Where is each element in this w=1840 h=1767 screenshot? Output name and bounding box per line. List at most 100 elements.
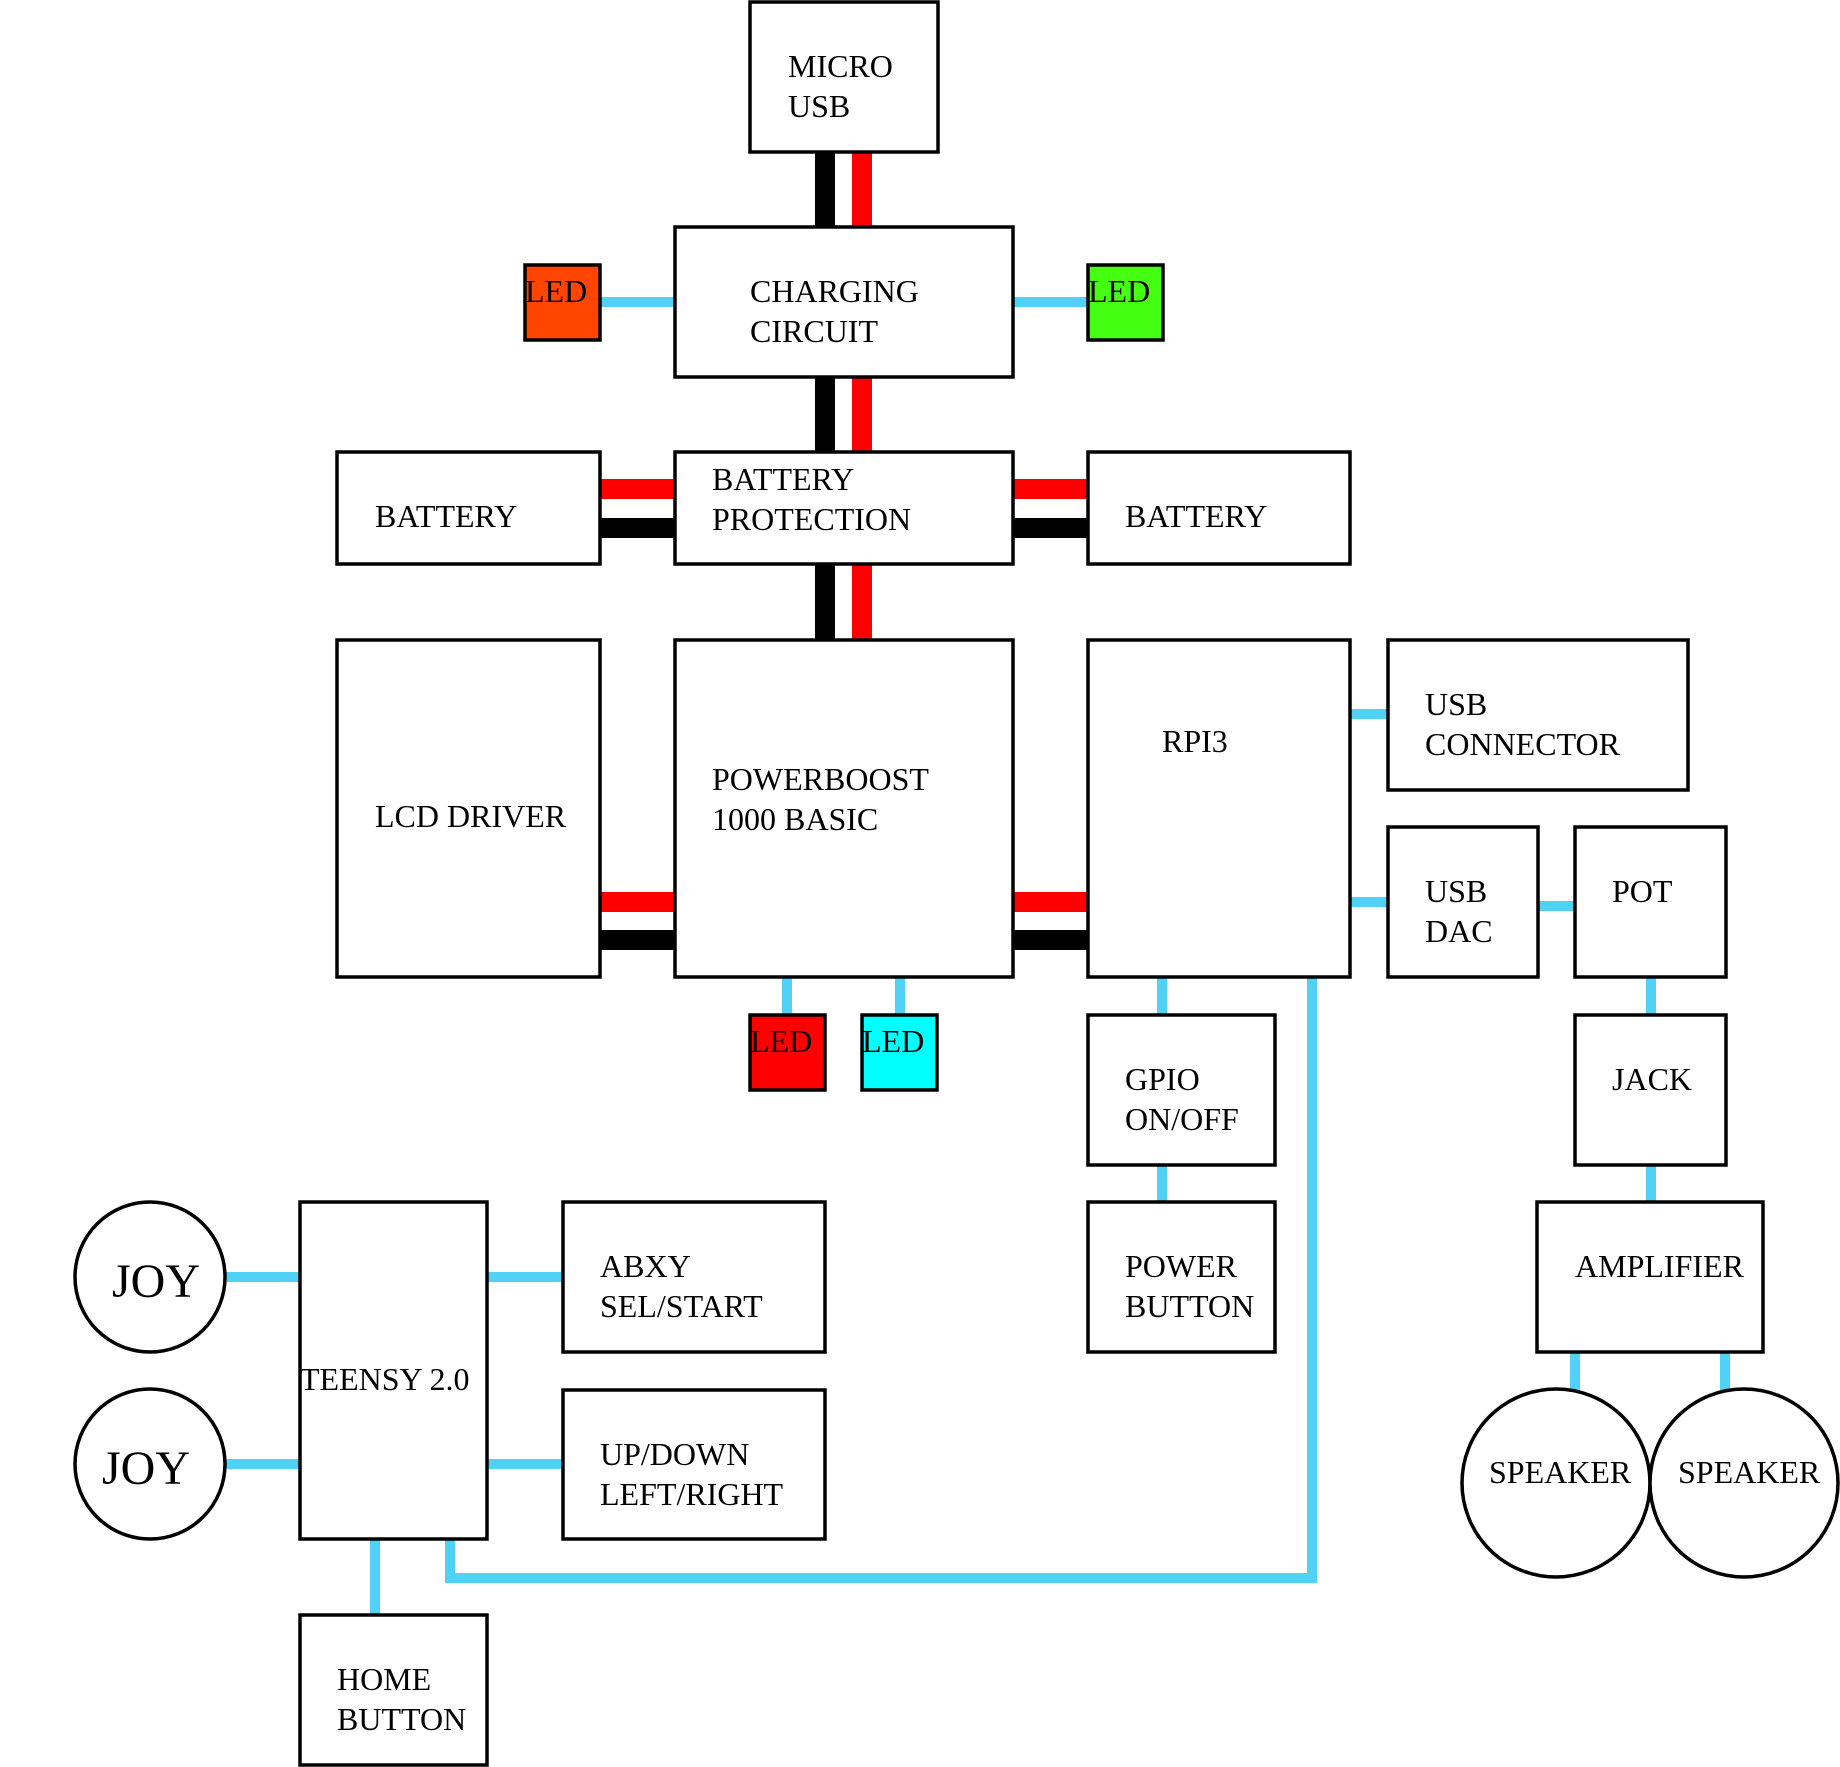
svg-text:POWERBOOST: POWERBOOST	[712, 761, 929, 797]
ground-wire	[815, 150, 835, 228]
svg-text:CONNECTOR: CONNECTOR	[1425, 726, 1621, 762]
home-button-label-1: HOME	[337, 1661, 431, 1697]
usb-connector-label-2: CONNECTOR	[1425, 726, 1621, 762]
battery-protection-label-2: PROTECTION	[712, 501, 911, 537]
rpi3-label: RPI3	[1162, 723, 1228, 759]
battery-left-label: BATTERY	[375, 498, 517, 534]
pot: POT	[1573, 825, 1728, 979]
svg-text:LCD DRIVER: LCD DRIVER	[375, 798, 567, 834]
svg-text:LED: LED	[862, 1023, 924, 1059]
svg-text:1000 BASIC: 1000 BASIC	[712, 801, 878, 837]
led-label: LED	[750, 1023, 812, 1059]
usb-dac: USB DAC	[1386, 825, 1540, 979]
svg-text:BATTERY: BATTERY	[712, 461, 854, 497]
lcd-driver-label: LCD DRIVER	[375, 798, 567, 834]
teensy-rpi3-usb-wire	[445, 977, 1317, 1583]
powerboost-label-1: POWERBOOST	[712, 761, 929, 797]
led-label: LED	[862, 1023, 924, 1059]
dpad-label-1: UP/DOWN	[600, 1436, 749, 1472]
teensy-label: TEENSY 2.0	[300, 1361, 469, 1397]
svg-text:BUTTON: BUTTON	[337, 1701, 466, 1737]
abxy-label-1: ABXY	[600, 1248, 691, 1284]
ground-wire	[815, 564, 835, 640]
amplifier: AMPLIFIER	[1535, 1200, 1765, 1354]
positive-wire	[852, 564, 872, 640]
ground-wire	[600, 930, 675, 950]
ground-wire	[815, 376, 835, 452]
svg-text:GPIO: GPIO	[1125, 1061, 1200, 1097]
svg-text:JOY: JOY	[112, 1255, 200, 1308]
svg-text:POWER: POWER	[1125, 1248, 1238, 1284]
svg-text:HOME: HOME	[337, 1661, 431, 1697]
joy-bottom: JOY	[73, 1387, 227, 1541]
led-charging-right: LED	[1086, 263, 1165, 342]
usb-connector: USB CONNECTOR	[1386, 638, 1690, 792]
svg-text:CHARGING: CHARGING	[750, 273, 919, 309]
lcd-driver: LCD DRIVER	[335, 638, 602, 979]
gpio-onoff: GPIO ON/OFF	[1086, 1013, 1277, 1167]
svg-text:RPI3: RPI3	[1162, 723, 1228, 759]
charging-circuit: CHARGING CIRCUIT	[673, 225, 1015, 379]
svg-text:LEFT/RIGHT: LEFT/RIGHT	[600, 1476, 784, 1512]
led-label: LED	[525, 273, 587, 309]
svg-text:LED: LED	[750, 1023, 812, 1059]
home-button: HOME BUTTON	[298, 1613, 489, 1767]
svg-text:USB: USB	[1425, 873, 1487, 909]
battery-left: BATTERY	[335, 450, 602, 566]
joy-bottom-label: JOY	[102, 1442, 190, 1495]
svg-text:JACK: JACK	[1612, 1061, 1692, 1097]
svg-text:PROTECTION: PROTECTION	[712, 501, 911, 537]
speaker-left: SPEAKER	[1460, 1387, 1652, 1579]
svg-text:BATTERY: BATTERY	[1125, 498, 1267, 534]
positive-wire	[852, 376, 872, 452]
svg-text:LED: LED	[1088, 273, 1150, 309]
amplifier-label: AMPLIFIER	[1575, 1248, 1745, 1284]
positive-wire	[600, 892, 675, 912]
jack: JACK	[1573, 1013, 1728, 1167]
battery-protection: BATTERY PROTECTION	[673, 450, 1015, 566]
pot-label: POT	[1612, 873, 1673, 909]
micro-usb-label-2: USB	[788, 88, 850, 124]
signal-wires	[224, 297, 1730, 1615]
usb-dac-label-1: USB	[1425, 873, 1487, 909]
positive-wire	[852, 150, 872, 228]
usb-connector-label-1: USB	[1425, 686, 1487, 722]
power-button-label-2: BUTTON	[1125, 1288, 1254, 1324]
dpad: UP/DOWN LEFT/RIGHT	[561, 1388, 827, 1541]
powerboost: POWERBOOST 1000 BASIC	[673, 638, 1015, 979]
battery-right-label: BATTERY	[1125, 498, 1267, 534]
svg-text:ON/OFF: ON/OFF	[1125, 1101, 1239, 1137]
teensy: TEENSY 2.0	[298, 1200, 489, 1541]
svg-text:DAC: DAC	[1425, 913, 1493, 949]
positive-wire	[1012, 892, 1088, 912]
speaker-right: SPEAKER	[1648, 1387, 1840, 1579]
svg-text:BUTTON: BUTTON	[1125, 1288, 1254, 1324]
power-button: POWER BUTTON	[1086, 1200, 1277, 1354]
svg-text:TEENSY 2.0: TEENSY 2.0	[300, 1361, 469, 1397]
gpio-label-2: ON/OFF	[1125, 1101, 1239, 1137]
led-label: LED	[1088, 273, 1150, 309]
led-powerboost-red: LED	[748, 1013, 827, 1092]
charging-circuit-label-2: CIRCUIT	[750, 313, 878, 349]
svg-text:SPEAKER: SPEAKER	[1489, 1454, 1632, 1490]
positive-wire	[600, 479, 675, 499]
svg-text:SPEAKER: SPEAKER	[1678, 1454, 1821, 1490]
abxy: ABXY SEL/START	[561, 1200, 827, 1354]
powerboost-label-2: 1000 BASIC	[712, 801, 878, 837]
rpi3: RPI3	[1086, 638, 1352, 979]
svg-text:MICRO: MICRO	[788, 48, 893, 84]
svg-text:JOY: JOY	[102, 1442, 190, 1495]
jack-label: JACK	[1612, 1061, 1692, 1097]
speaker-right-label: SPEAKER	[1678, 1454, 1821, 1490]
dpad-label-2: LEFT/RIGHT	[600, 1476, 784, 1512]
joy-top-label: JOY	[112, 1255, 200, 1308]
positive-wire	[1012, 479, 1088, 499]
svg-text:USB: USB	[788, 88, 850, 124]
abxy-label-2: SEL/START	[600, 1288, 763, 1324]
battery-right: BATTERY	[1086, 450, 1352, 566]
svg-text:LED: LED	[525, 273, 587, 309]
power-wires	[600, 150, 1088, 950]
svg-text:BATTERY: BATTERY	[375, 498, 517, 534]
svg-text:USB: USB	[1425, 686, 1487, 722]
